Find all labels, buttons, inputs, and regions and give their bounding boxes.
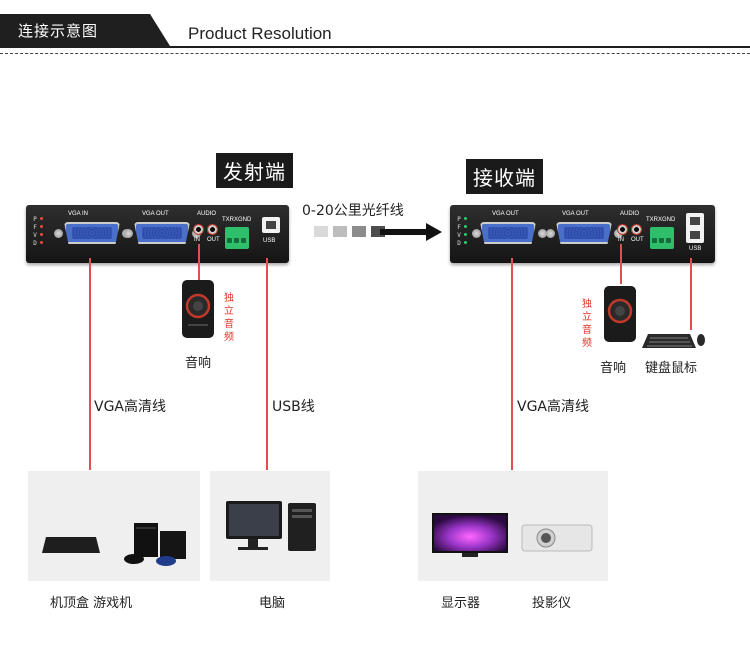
keyboard-mouse-icon bbox=[642, 334, 705, 348]
vga-cable-label-left: VGA高清线 bbox=[94, 399, 167, 415]
fiber-square bbox=[371, 226, 385, 237]
audio-in-jack bbox=[193, 224, 204, 235]
usb-label: USB bbox=[263, 238, 276, 244]
vga-cable-line-left bbox=[89, 258, 91, 470]
vga-out-port bbox=[134, 222, 190, 244]
vga-out-label-2: VGA OUT bbox=[562, 211, 589, 217]
screw bbox=[538, 229, 547, 238]
fiber-square bbox=[314, 226, 328, 237]
vga-out-label: VGA OUT bbox=[492, 211, 519, 217]
header-rule bbox=[0, 46, 750, 48]
screw bbox=[124, 229, 133, 238]
audio-out-label: OUT bbox=[631, 237, 644, 243]
data-led bbox=[40, 241, 43, 244]
audio-label: AUDIO bbox=[620, 211, 640, 217]
usb-port-2 bbox=[686, 227, 704, 243]
video-led bbox=[464, 233, 467, 236]
txrxgnd-label: TXRXGND bbox=[222, 217, 252, 223]
usb-cable-label: USB线 bbox=[272, 399, 315, 415]
vga-out-label: VGA OUT bbox=[142, 211, 169, 217]
audio-in-jack bbox=[617, 224, 628, 235]
fiber-led bbox=[40, 225, 43, 228]
fiber-label: 0-20公里光纤线 bbox=[302, 203, 404, 219]
fiber-led bbox=[464, 225, 467, 228]
txrxgnd-label: TXRXGND bbox=[646, 217, 676, 223]
fiber-square bbox=[352, 226, 366, 237]
audio-in-label: IN bbox=[194, 237, 200, 243]
header-title-cn: 连接示意图 bbox=[18, 22, 99, 40]
screw bbox=[54, 229, 63, 238]
audio-out-jack bbox=[207, 224, 218, 235]
panel-projector-label: 投影仪 bbox=[532, 596, 572, 611]
transmitter-title: 发射端 bbox=[216, 153, 293, 188]
header-title-en: Product Resolution bbox=[188, 24, 332, 43]
terminal-block bbox=[225, 227, 249, 249]
power-led bbox=[464, 217, 467, 220]
vga-in-port bbox=[64, 222, 120, 244]
panel-display bbox=[418, 471, 608, 581]
vga-out-port-2 bbox=[556, 222, 612, 244]
audio-cable-line-left bbox=[198, 244, 200, 280]
power-led bbox=[40, 217, 43, 220]
receiver-title: 接收端 bbox=[466, 159, 543, 194]
screw bbox=[546, 229, 555, 238]
panel-settop-gaming bbox=[28, 471, 200, 581]
usb-label: USB bbox=[689, 246, 702, 252]
usb-port bbox=[262, 217, 280, 233]
speaker-icon bbox=[182, 280, 214, 338]
computer-icon bbox=[226, 501, 316, 551]
set-top-box-console-icon bbox=[42, 523, 186, 566]
audio-label: AUDIO bbox=[197, 211, 217, 217]
vga-in-label: VGA IN bbox=[68, 211, 89, 217]
keyboard-mouse-label: 键盘鼠标 bbox=[645, 361, 698, 376]
fiber-square bbox=[333, 226, 347, 237]
speaker-label-right: 音响 bbox=[600, 361, 627, 376]
audio-out-jack bbox=[631, 224, 642, 235]
vga-out-port-1 bbox=[480, 222, 536, 244]
independent-audio-label-left: 独立音频 bbox=[224, 293, 234, 343]
terminal-block bbox=[650, 227, 674, 249]
independent-audio-label-right: 独立音频 bbox=[582, 299, 592, 349]
video-led bbox=[40, 233, 43, 236]
usb-cable-line-right bbox=[690, 258, 692, 330]
vga-cable-label-right: VGA高清线 bbox=[517, 399, 590, 415]
panel-computer-label: 电脑 bbox=[259, 596, 286, 611]
screw bbox=[472, 229, 481, 238]
audio-cable-line-right bbox=[620, 244, 622, 284]
speaker-label-left: 音响 bbox=[185, 356, 212, 371]
monitor-projector-icon bbox=[432, 513, 593, 557]
speaker-icon bbox=[604, 286, 636, 342]
panel-computer bbox=[210, 471, 330, 581]
vga-cable-line-right bbox=[511, 258, 513, 470]
header-dashed-rule bbox=[0, 53, 750, 54]
usb-cable-line bbox=[266, 258, 268, 470]
panel-monitor-label: 显示器 bbox=[441, 596, 481, 611]
panel-settop-gaming-label: 机顶盒 游戏机 bbox=[50, 596, 133, 611]
audio-in-label: IN bbox=[618, 237, 624, 243]
audio-out-label: OUT bbox=[207, 237, 220, 243]
fiber-arrow-icon bbox=[380, 223, 442, 241]
data-led bbox=[464, 241, 467, 244]
usb-port-1 bbox=[686, 213, 704, 229]
header-tab bbox=[0, 14, 170, 46]
